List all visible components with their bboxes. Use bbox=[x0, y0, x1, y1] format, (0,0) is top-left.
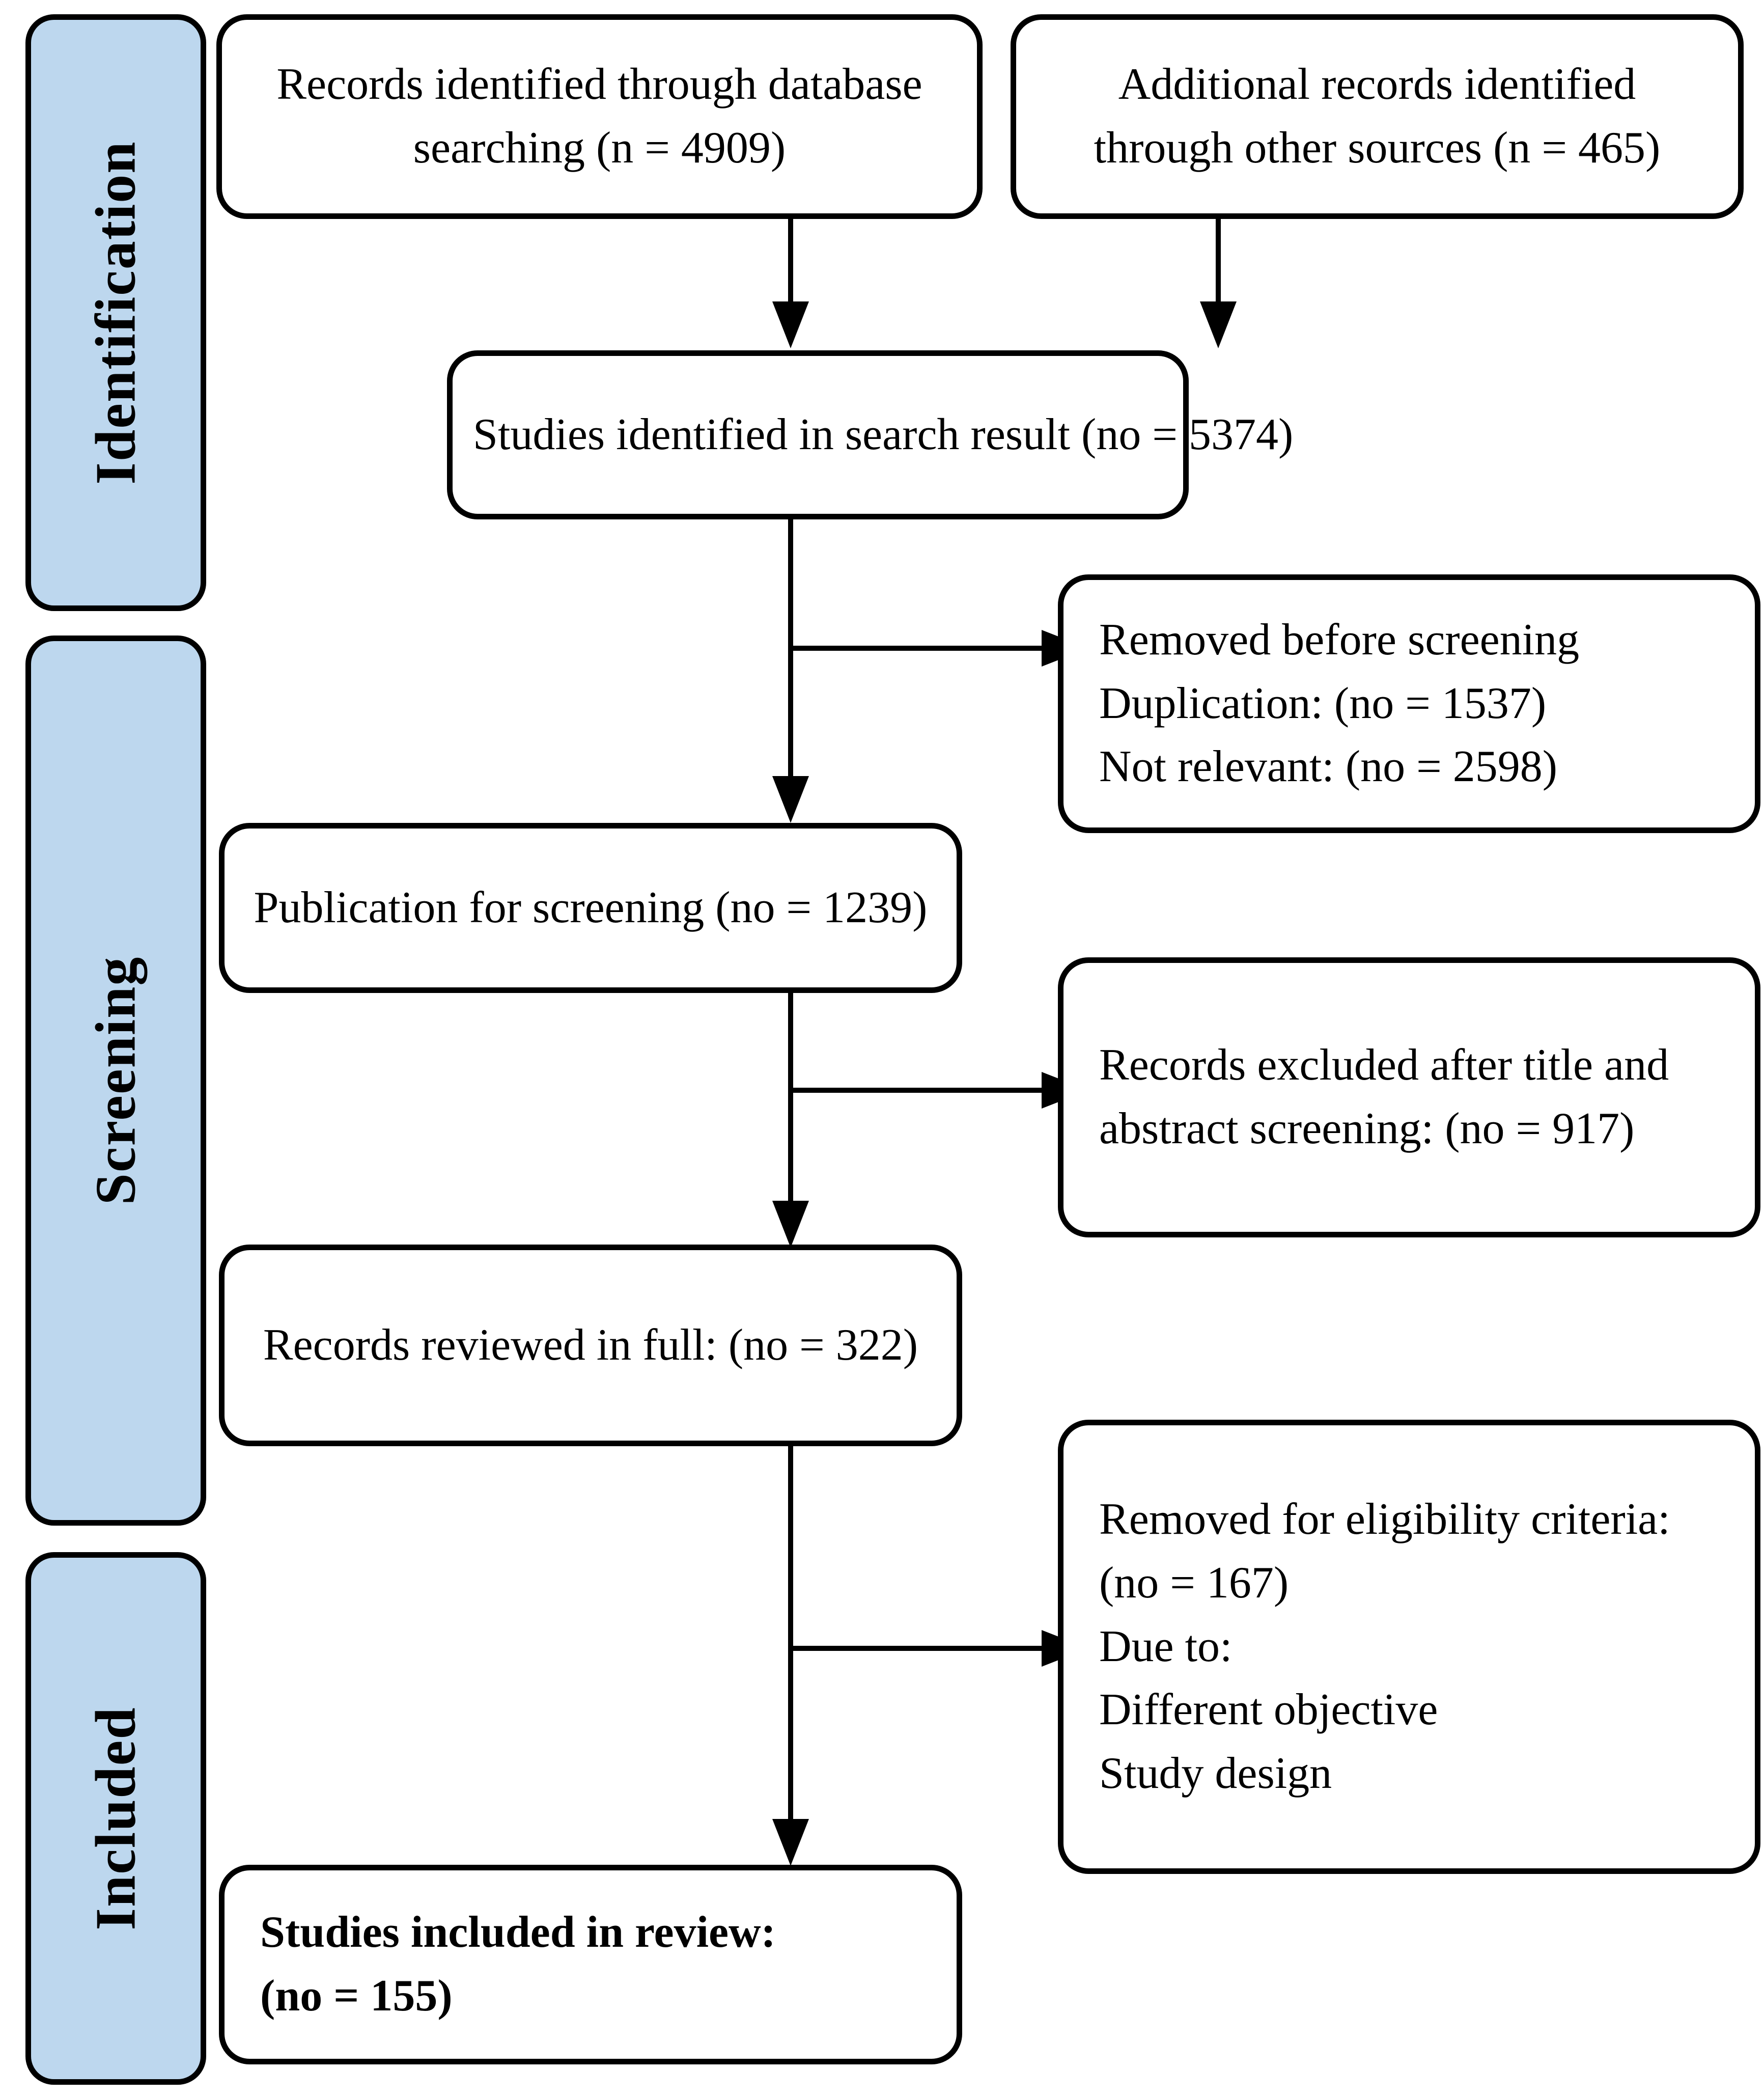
arrowhead-db-search-to-search-result bbox=[772, 301, 809, 348]
connector-reviewed-in-full-to-included bbox=[788, 1446, 793, 1823]
connector-to-excluded-title-abstract bbox=[788, 1088, 1048, 1093]
node-line: Different objective bbox=[1099, 1685, 1438, 1735]
node-line: Studies identified in search result (no … bbox=[473, 409, 1294, 459]
node-line: Due to: bbox=[1099, 1621, 1233, 1671]
node-line: Studies included in review: bbox=[260, 1908, 776, 1957]
node-line: Records excluded after title and bbox=[1099, 1040, 1669, 1090]
stage-label-screening: Screening bbox=[84, 956, 148, 1205]
node-records-identified-database[interactable]: Records identified through database sear… bbox=[216, 14, 983, 219]
connector-publication-to-reviewed-in-full bbox=[788, 993, 793, 1207]
node-line: Not relevant: (no = 2598) bbox=[1099, 742, 1558, 792]
node-records-excluded-title-abstract[interactable]: Records excluded after title and abstrac… bbox=[1058, 957, 1760, 1237]
node-publication-for-screening[interactable]: Publication for screening (no = 1239) bbox=[219, 823, 962, 993]
node-studies-included-in-review[interactable]: Studies included in review: (no = 155) bbox=[219, 1865, 962, 2064]
node-removed-for-eligibility-criteria[interactable]: Removed for eligibility criteria: (no = … bbox=[1058, 1420, 1760, 1874]
node-line: Removed for eligibility criteria: bbox=[1099, 1494, 1670, 1544]
connector-other-sources-to-search-result bbox=[1216, 219, 1221, 306]
node-line: Study design bbox=[1099, 1749, 1332, 1799]
arrowhead-publication-to-reviewed-in-full bbox=[772, 1201, 809, 1248]
stage-label-identification: Identification bbox=[84, 141, 148, 485]
node-line: Additional records identified bbox=[1118, 60, 1636, 109]
node-line: (no = 167) bbox=[1099, 1558, 1289, 1608]
stage-band-identification: Identification bbox=[25, 14, 206, 611]
node-line: Records identified through database bbox=[276, 60, 922, 109]
node-line: searching (n = 4909) bbox=[413, 123, 786, 173]
node-studies-identified-search-result[interactable]: Studies identified in search result (no … bbox=[447, 350, 1294, 519]
node-records-reviewed-in-full[interactable]: Records reviewed in full: (no = 322) bbox=[219, 1245, 962, 1446]
arrowhead-other-sources-to-search-result bbox=[1200, 301, 1237, 348]
node-line: Removed before screening bbox=[1099, 615, 1580, 665]
arrowhead-reviewed-in-full-to-included bbox=[772, 1819, 809, 1866]
node-line: abstract screening: (no = 917) bbox=[1099, 1104, 1635, 1153]
connector-to-removed-eligibility bbox=[788, 1646, 1048, 1651]
node-line: Publication for screening (no = 1239) bbox=[254, 882, 928, 932]
node-line: (no = 155) bbox=[260, 1971, 453, 2021]
node-removed-before-screening[interactable]: Removed before screening Duplication: (n… bbox=[1058, 574, 1760, 833]
stage-band-screening: Screening bbox=[25, 636, 206, 1526]
connector-db-search-to-search-result bbox=[788, 219, 793, 306]
connector-to-removed-before-screening bbox=[788, 646, 1048, 651]
stage-label-included: Included bbox=[84, 1706, 148, 1930]
node-line: through other sources (n = 465) bbox=[1094, 123, 1661, 173]
node-additional-records-other-sources[interactable]: Additional records identified through ot… bbox=[1011, 14, 1744, 219]
arrowhead-search-result-to-publication bbox=[772, 776, 809, 823]
node-line: Duplication: (no = 1537) bbox=[1099, 678, 1547, 728]
node-line: Records reviewed in full: (no = 322) bbox=[263, 1320, 918, 1370]
stage-band-included: Included bbox=[25, 1552, 206, 2085]
